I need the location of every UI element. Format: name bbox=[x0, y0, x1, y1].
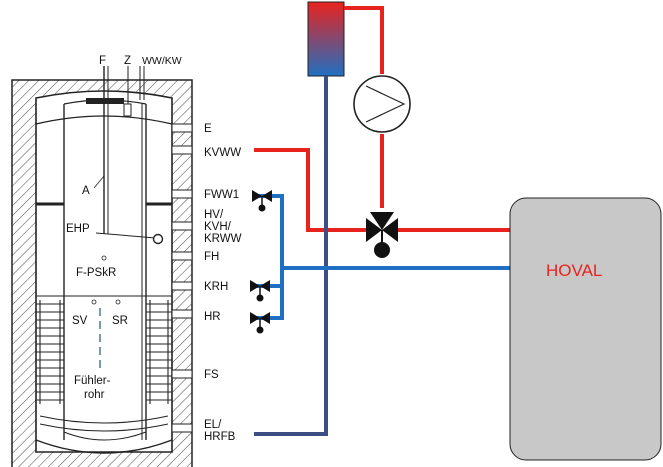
label-e: E bbox=[204, 123, 212, 135]
label-z: Z bbox=[124, 55, 131, 67]
label-fww1: FWW1 bbox=[204, 189, 239, 201]
storage-tank bbox=[11, 66, 193, 467]
label-fpskr: F-PSkR bbox=[76, 267, 116, 279]
collector-return-pipe bbox=[254, 76, 328, 436]
tank-flange bbox=[86, 98, 124, 104]
shutoff-valve-icon-hr bbox=[250, 312, 270, 334]
label-el-1: EL/ bbox=[204, 419, 222, 431]
three-way-valve-icon bbox=[366, 212, 398, 258]
heat-exchanger-coil bbox=[36, 300, 172, 432]
solar-collector bbox=[307, 1, 345, 77]
boiler-label: HOVAL bbox=[546, 261, 602, 280]
label-ehp: EHP bbox=[66, 223, 90, 235]
label-fuehler-1: Fühler- bbox=[74, 375, 111, 387]
label-el-2: HRFB bbox=[204, 431, 236, 443]
label-krh: KRH bbox=[204, 281, 228, 293]
label-sr: SR bbox=[112, 315, 128, 327]
label-hv-2: KVH/ bbox=[204, 221, 232, 233]
hot-pipes bbox=[254, 6, 510, 232]
shutoff-valve-icon-fww1 bbox=[252, 190, 272, 212]
label-ww-kw: WW/KW bbox=[142, 55, 182, 67]
shutoff-valve-icon-krh bbox=[250, 280, 270, 302]
label-sv: SV bbox=[72, 315, 88, 327]
label-hr: HR bbox=[204, 311, 221, 323]
label-fh: FH bbox=[204, 251, 219, 263]
boiler bbox=[509, 197, 662, 461]
label-a: A bbox=[82, 185, 90, 197]
label-hv-1: HV/ bbox=[204, 209, 224, 221]
label-hv-3: KRWW bbox=[204, 233, 242, 245]
circulation-pump-icon bbox=[353, 75, 411, 133]
tank-connections bbox=[171, 123, 193, 433]
ehp-sensor bbox=[152, 233, 164, 245]
label-fuehler-2: rohr bbox=[84, 389, 105, 401]
label-f: F bbox=[99, 55, 106, 67]
label-fs: FS bbox=[204, 369, 219, 381]
label-kvww: KVWW bbox=[204, 147, 241, 159]
tank-body bbox=[35, 90, 173, 453]
